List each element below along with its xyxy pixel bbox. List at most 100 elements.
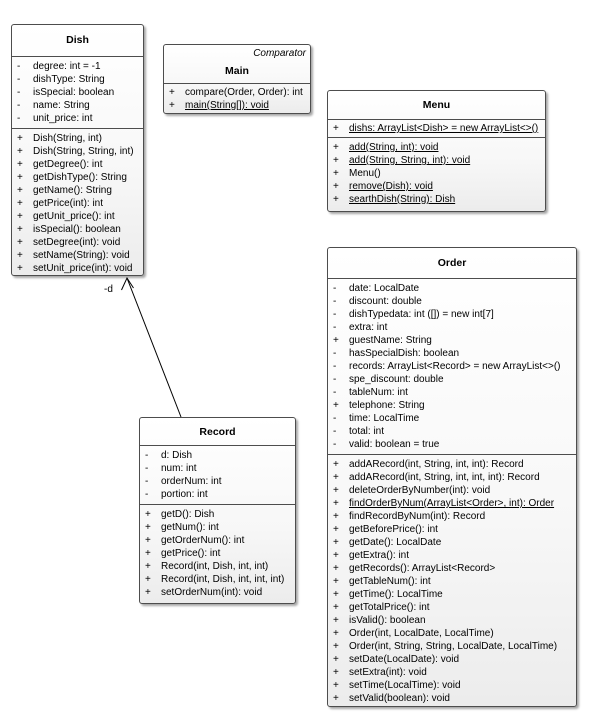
visibility-marker: + — [145, 587, 151, 598]
visibility-marker: + — [145, 548, 151, 559]
visibility-marker: - — [333, 322, 337, 333]
attribute-row: +telephone: String — [328, 399, 576, 412]
operation-text: main(String[]): void — [185, 100, 269, 111]
visibility-marker: + — [333, 498, 339, 509]
attribute-text: isSpecial: boolean — [33, 87, 115, 98]
visibility-marker: + — [333, 485, 339, 496]
operation-row: + add(String, int): void — [328, 141, 545, 154]
visibility-marker: + — [17, 159, 23, 170]
operation-row: +Record(int, Dish, int, int, int) — [140, 573, 295, 586]
class-record[interactable]: Record -d: Dish-num: int-orderNum: int-p… — [139, 417, 296, 604]
attribute-text: extra: int — [349, 322, 388, 333]
operations-section: + Dish(String, int) + Dish(String, String, … — [12, 128, 143, 278]
class-name: Order — [437, 257, 467, 269]
operation-row: +setTime(LocalTime): void — [328, 679, 576, 692]
operation-row: +Menu() — [328, 167, 545, 180]
class-dish[interactable]: Dish -degree: int = -1-dishType: String-… — [11, 24, 144, 276]
class-main[interactable]: Comparator Main +compare(Order, Order): … — [163, 44, 311, 114]
operation-row: + getTime(): LocalTime — [328, 588, 576, 601]
attribute-row: -time: LocalTime — [328, 412, 576, 425]
attribute-text: d: Dish — [161, 450, 193, 461]
class-order[interactable]: Order -date: LocalDate-discount: double-… — [327, 247, 577, 707]
operation-row: +setUnit_price(int): void — [12, 262, 143, 275]
visibility-marker: + — [17, 185, 23, 196]
attribute-text: telephone: String — [349, 400, 425, 411]
association-line-record-dish[interactable] — [126, 277, 182, 418]
visibility-marker: + — [333, 615, 339, 626]
visibility-marker: + — [333, 123, 339, 134]
operation-text: remove(Dish): void — [349, 181, 433, 192]
operation-text: getBeforePrice(): int — [349, 524, 438, 535]
association-role-label: -d — [104, 284, 113, 295]
visibility-marker: - — [333, 296, 337, 307]
visibility-marker: + — [169, 100, 175, 111]
operation-text: getTableNum(): int — [349, 576, 431, 587]
attribute-row: -unit_price: int — [12, 112, 143, 125]
operation-text: isValid(): boolean — [349, 615, 426, 626]
operation-row: +compare(Order, Order): int — [164, 86, 310, 99]
visibility-marker: + — [17, 146, 23, 157]
visibility-marker: + — [17, 198, 23, 209]
attribute-text: portion: int — [161, 489, 208, 500]
operation-row: + setOrderNum(int): void — [140, 586, 295, 599]
attribute-row: - extra: int — [328, 321, 576, 334]
operation-text: Order(int, LocalDate, LocalTime) — [349, 628, 494, 639]
operation-row: + getPrice(int): int — [12, 197, 143, 210]
attribute-row: -num: int — [140, 462, 295, 475]
visibility-marker: - — [333, 374, 337, 385]
operation-row: + main(String[]): void — [164, 99, 310, 112]
operation-text: Dish(String, String, int) — [33, 146, 134, 157]
attribute-text: dishType: String — [33, 74, 105, 85]
attribute-row: -hasSpecialDish: boolean — [328, 347, 576, 360]
operation-text: isSpecial(): boolean — [33, 224, 121, 235]
visibility-marker: + — [333, 142, 339, 153]
visibility-marker: + — [333, 537, 339, 548]
operations-section: + add(String, int): void+add(String, Stri… — [328, 137, 545, 209]
attribute-text: discount: double — [349, 296, 422, 307]
operation-row: +getRecords(): ArrayList<Record> — [328, 562, 576, 575]
operation-row: +getBeforePrice(): int — [328, 523, 576, 536]
visibility-marker: + — [145, 522, 151, 533]
class-name: Main — [225, 65, 249, 77]
attribute-row: -d: Dish — [140, 449, 295, 462]
visibility-marker: - — [333, 348, 337, 359]
association-arrowhead — [121, 276, 134, 291]
operation-row: + getD(): Dish — [140, 508, 295, 521]
attribute-text: time: LocalTime — [349, 413, 420, 424]
visibility-marker: + — [17, 133, 23, 144]
operation-row: +findOrderByNum(ArrayList<Order>, int): … — [328, 497, 576, 510]
operation-text: setOrderNum(int): void — [161, 587, 263, 598]
operation-row: +setDate(LocalDate): void — [328, 653, 576, 666]
operation-text: addARecord(int, String, int, int, int): … — [349, 472, 540, 483]
operation-text: addARecord(int, String, int, int): Recor… — [349, 459, 524, 470]
visibility-marker: - — [333, 426, 337, 437]
attribute-text: unit_price: int — [33, 113, 93, 124]
visibility-marker: + — [333, 459, 339, 470]
visibility-marker: + — [333, 194, 339, 205]
visibility-marker: + — [333, 576, 339, 587]
operation-row: +getExtra(): int — [328, 549, 576, 562]
visibility-marker: + — [333, 589, 339, 600]
operation-text: add(String, int): void — [349, 142, 439, 153]
attribute-row: -portion: int — [140, 488, 295, 501]
attribute-row: -degree: int = -1 — [12, 60, 143, 73]
operation-text: getTime(): LocalTime — [349, 589, 443, 600]
operation-text: getPrice(int): int — [33, 198, 104, 209]
operation-row: +Order(int, String, String, LocalDate, L… — [328, 640, 576, 653]
visibility-marker: + — [145, 509, 151, 520]
visibility-marker: + — [333, 654, 339, 665]
attributes-section: +dishs: ArrayList<Dish> = new ArrayList<… — [328, 119, 545, 137]
visibility-marker: + — [17, 211, 23, 222]
operation-text: getD(): Dish — [161, 509, 215, 520]
attribute-text: dishTypedata: int ([]) = new int[7] — [349, 309, 494, 320]
operation-row: +getTotalPrice(): int — [328, 601, 576, 614]
attribute-text: records: ArrayList<Record> = new ArrayLi… — [349, 361, 561, 372]
class-menu[interactable]: Menu +dishs: ArrayList<Dish> = new Array… — [327, 90, 546, 212]
attributes-section: -degree: int = -1-dishType: String-isSpe… — [12, 56, 143, 128]
operation-row: +add(String, String, int): void — [328, 154, 545, 167]
operation-row: +Record(int, Dish, int, int) — [140, 560, 295, 573]
operation-text: Dish(String, int) — [33, 133, 102, 144]
operation-row: +getDate(): LocalDate — [328, 536, 576, 549]
attribute-text: name: String — [33, 100, 90, 111]
operation-text: setDegree(int): void — [33, 237, 121, 248]
